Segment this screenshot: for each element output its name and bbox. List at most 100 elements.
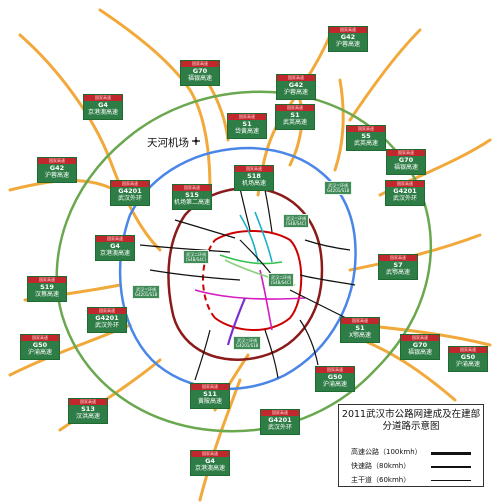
arterial-southwest xyxy=(194,329,211,381)
shield-code: S11 xyxy=(203,390,217,398)
arterial-west-2 xyxy=(149,269,241,281)
legend: 2011武汉市公路网建成及在建部分道路示意图 高速公路（100kmh） 快速路（… xyxy=(338,404,484,487)
shield-name: 黄陂高速 xyxy=(197,398,222,405)
shield-code: G4 xyxy=(205,457,215,465)
second-ring-red xyxy=(214,230,303,331)
shield-name: 武汉外环 xyxy=(117,195,142,202)
shield-header: 国家高速 xyxy=(401,335,439,341)
shield-header: 国家高速 xyxy=(329,27,367,33)
shield-code: S1 xyxy=(290,111,300,119)
shield-code: G4201 xyxy=(393,187,417,195)
shield-code: G50 xyxy=(460,353,476,361)
expressway-g42-ne-top xyxy=(348,28,422,122)
shield-name: 沪蓉高速 xyxy=(335,41,360,48)
legend-line-fast-road xyxy=(431,466,471,468)
shield-code: G70 xyxy=(192,67,208,75)
inner-road-magenta xyxy=(194,289,306,300)
shield-header: 国家高速 xyxy=(69,399,107,405)
inner-road-purple xyxy=(226,297,247,346)
shield-header: 国家高速 xyxy=(181,61,219,67)
shield-name: 岱黄高速 xyxy=(234,128,259,135)
shield-name: 福银高速 xyxy=(407,349,432,356)
shield-name: 汉蔡高速 xyxy=(34,291,59,298)
shield-header: 国家高速 xyxy=(38,158,76,164)
shield-header: 国家高速 xyxy=(191,451,229,457)
legend-row-expressway: 高速公路（100kmh） xyxy=(351,448,422,456)
ring-label-line: (S4B/S4C) xyxy=(271,280,292,285)
shield-header: 国家高速 xyxy=(347,126,385,132)
shield-code: S15 xyxy=(185,191,199,199)
shield-name: 福银高速 xyxy=(393,164,418,171)
shield-header: 国家高速 xyxy=(449,347,487,353)
shield-code: S1 xyxy=(242,120,252,128)
shield-header: 国家高速 xyxy=(173,185,211,191)
ring-label-line: (S4B/S4C) xyxy=(286,221,307,226)
arterial-south xyxy=(264,329,279,379)
shield-code: S18 xyxy=(247,172,261,180)
arterial-east-2 xyxy=(299,274,356,286)
shield-name: 沪渝高速 xyxy=(27,349,52,356)
ring-label-ring2-w: 武汉二环线(S4B/S4C) xyxy=(183,250,210,264)
shield-code: G42 xyxy=(288,81,304,89)
shield-code: G42 xyxy=(49,164,65,172)
shield-name: 京港澳高速 xyxy=(87,109,118,116)
ring-label-ring2-e: 武汉二环线(S4B/S4C) xyxy=(268,273,295,287)
shield-name: 京港澳高速 xyxy=(194,465,225,472)
ring-label-line: 武汉三环线 xyxy=(237,338,258,343)
ring-label-line: 武汉三环线 xyxy=(286,216,307,221)
ring-label-line: 武汉三环线 xyxy=(328,183,349,188)
shield-code: G42 xyxy=(340,33,356,41)
ring-label-line: G4201/S18 xyxy=(327,188,350,193)
shield-name: 沪渝高速 xyxy=(322,381,347,388)
shield-header: 国家高速 xyxy=(84,95,122,101)
shield-header: 国家高速 xyxy=(276,105,314,111)
shield-code: S13 xyxy=(81,405,95,413)
shield-name: X鄂高速 xyxy=(348,332,372,339)
expressway-g4-northwest xyxy=(18,33,162,252)
shield-header: 国家高速 xyxy=(261,410,299,416)
shield-header: 国家高速 xyxy=(228,114,266,120)
shield-name: 京港澳高速 xyxy=(99,250,130,257)
expressway-s7 xyxy=(348,233,482,272)
shield-header: 国家高速 xyxy=(28,277,66,283)
legend-row-fast-road: 快速路（80kmh） xyxy=(351,462,411,470)
arterial-west xyxy=(139,244,231,253)
shield-name: 沪蓉高速 xyxy=(283,89,308,96)
ring-label-line: 武汉三环线 xyxy=(136,287,157,292)
shield-header: 国家高速 xyxy=(387,150,425,156)
shield-header: 国家高速 xyxy=(379,255,417,261)
airport-label: 天河机场 xyxy=(147,137,189,149)
shield-code: S1 xyxy=(355,324,365,332)
second-ring-red-dashed xyxy=(202,239,216,319)
shield-code: G4201 xyxy=(95,314,119,322)
shield-name: 武汉外环 xyxy=(94,322,119,329)
shield-header: 国家高速 xyxy=(235,166,273,172)
legend-title: 2011武汉市公路网建成及在建部分道路示意图 xyxy=(341,409,481,432)
shield-header: 国家高速 xyxy=(191,384,229,390)
shield-code: G50 xyxy=(327,373,343,381)
arterial-northwest xyxy=(174,219,236,239)
shield-header: 国家高速 xyxy=(277,75,315,81)
shield-header: 国家高速 xyxy=(88,308,126,314)
